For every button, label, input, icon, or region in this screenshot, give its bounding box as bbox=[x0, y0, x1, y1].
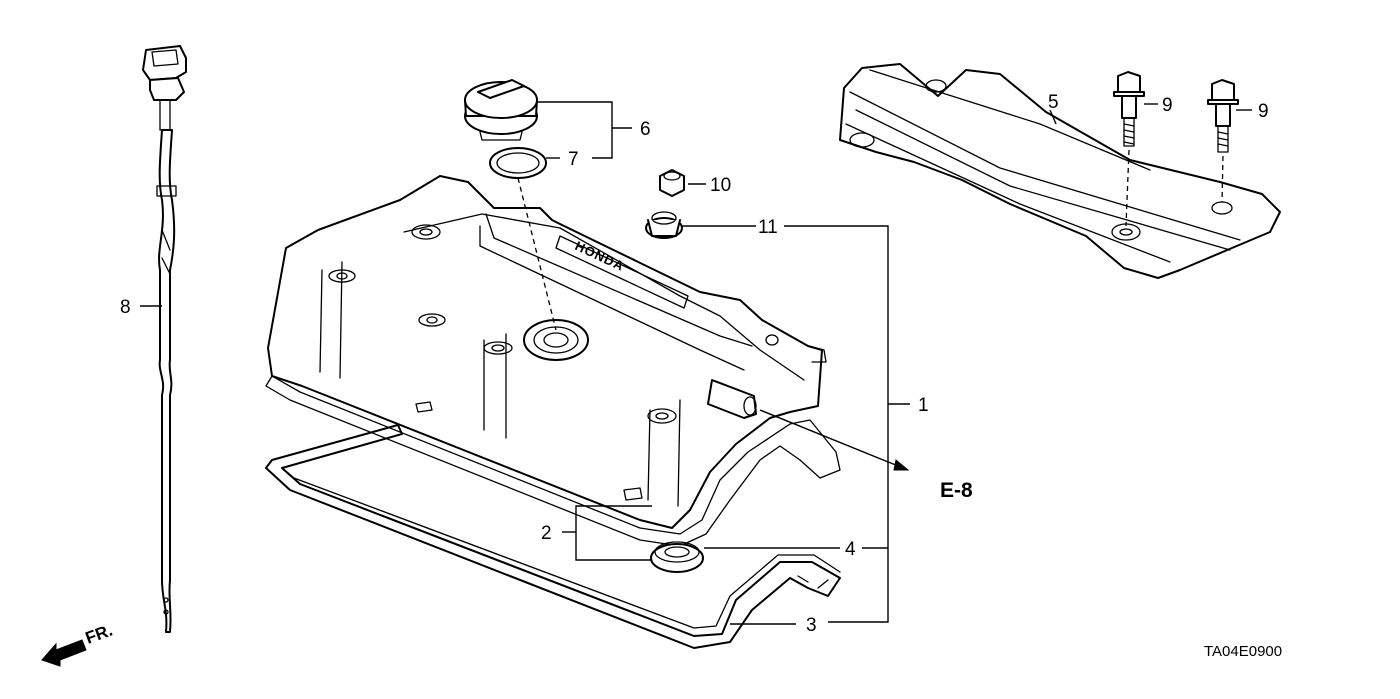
callout-11: 11 bbox=[758, 217, 778, 238]
callout-8: 8 bbox=[120, 297, 131, 318]
o-ring-part bbox=[489, 147, 547, 179]
callout-3: 3 bbox=[806, 615, 817, 636]
callout-2: 2 bbox=[541, 523, 552, 544]
oil-filler-cap-part bbox=[464, 79, 538, 141]
bolt-part-right bbox=[1207, 79, 1239, 153]
callout-9-left: 9 bbox=[1162, 95, 1173, 116]
callout-1: 1 bbox=[918, 395, 929, 416]
front-direction-label: FR. bbox=[83, 621, 115, 648]
callout-9-right: 9 bbox=[1258, 101, 1269, 122]
cylinder-head-cover-part: HONDA bbox=[265, 175, 841, 547]
callout-5: 5 bbox=[1048, 92, 1059, 113]
callout-6: 6 bbox=[640, 119, 651, 140]
callout-10: 10 bbox=[710, 175, 731, 196]
bolt-part-left bbox=[1113, 71, 1145, 147]
seal-ring-part bbox=[650, 541, 704, 573]
head-cover-gasket-part bbox=[265, 424, 841, 649]
callout-7: 7 bbox=[568, 149, 579, 170]
callout-4: 4 bbox=[845, 539, 856, 560]
diagram-code: TA04E0900 bbox=[1204, 643, 1282, 660]
e8-reference: E-8 bbox=[940, 479, 973, 502]
leader-lines bbox=[140, 101, 1252, 625]
nut-part bbox=[659, 169, 685, 197]
engine-cover-part bbox=[839, 63, 1281, 279]
front-arrow-icon bbox=[41, 639, 87, 667]
grommet-part bbox=[645, 211, 683, 239]
alignment-lines bbox=[517, 149, 1224, 331]
dipstick-part bbox=[142, 45, 187, 633]
callout-labels: 1 2 3 4 5 6 7 8 9 9 10 11 bbox=[120, 92, 1269, 636]
